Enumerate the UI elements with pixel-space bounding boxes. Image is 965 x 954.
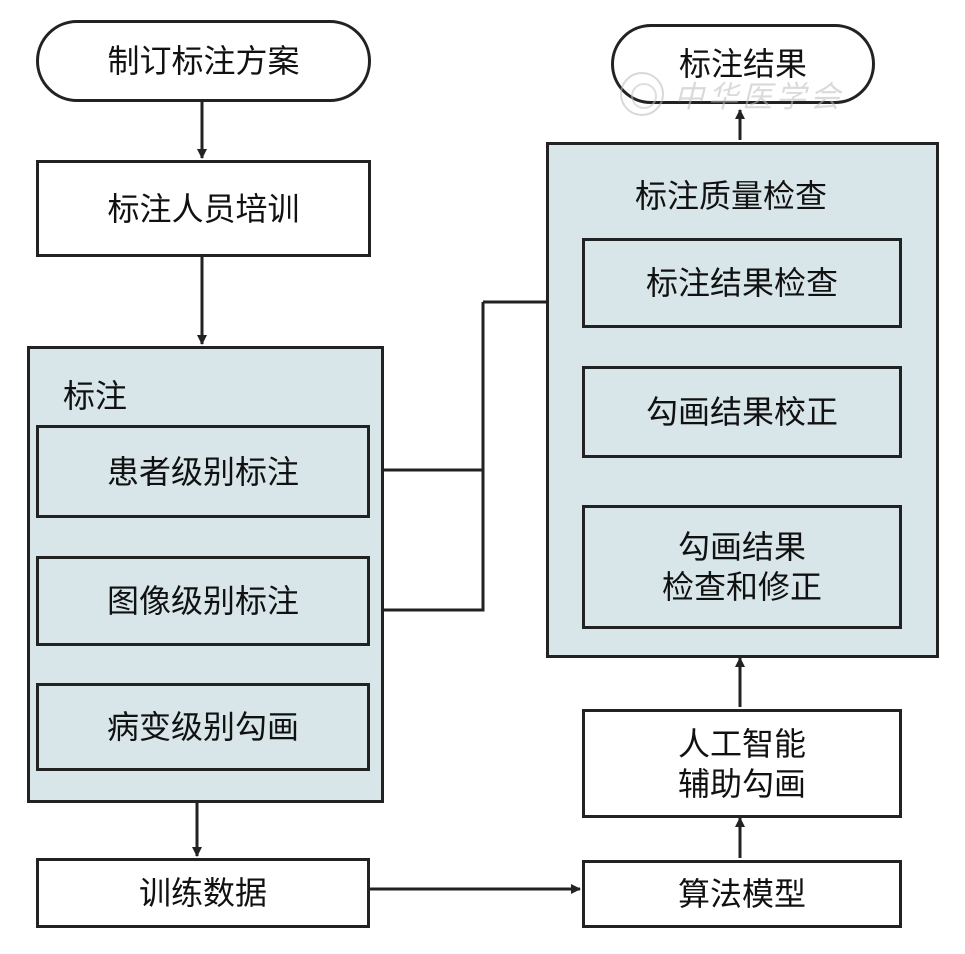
annotation-group-title: 标注: [63, 377, 128, 415]
image-level-label: 图像级别标注: [106, 582, 299, 620]
connector-image-to-merge: [370, 470, 485, 612]
training-node: 标注人员培训: [36, 160, 371, 257]
contour-correct-label: 勾画结果校正: [645, 393, 838, 431]
patient-level-node: 患者级别标注: [36, 425, 370, 518]
contour-check-label-line1: 勾画结果: [677, 528, 806, 566]
quality-check-title: 标注质量检查: [635, 177, 828, 215]
result-check-node: 标注结果检查: [582, 238, 902, 328]
connector-patient-to-merge: [370, 302, 485, 472]
algorithm-node: 算法模型: [582, 860, 902, 928]
contour-check-label-line2: 检查和修正: [661, 568, 822, 606]
seal-emblem-icon: [620, 72, 664, 116]
contour-check-node: 勾画结果 检查和修正: [582, 505, 902, 629]
lesion-level-node: 病变级别勾画: [36, 683, 370, 771]
training-label: 标注人员培训: [107, 189, 300, 228]
algorithm-label: 算法模型: [677, 875, 806, 913]
ai-assist-label-line2: 辅助勾画: [677, 764, 806, 803]
plan-label: 制订标注方案: [107, 42, 300, 80]
result-check-label: 标注结果检查: [645, 264, 838, 302]
train-data-node: 训练数据: [36, 858, 370, 928]
ai-assist-node: 人工智能 辅助勾画: [582, 709, 902, 818]
watermark: 中华医学会: [620, 72, 844, 116]
final-result-node: 标注结果: [611, 24, 875, 104]
patient-level-label: 患者级别标注: [106, 452, 299, 491]
plan-node: 制订标注方案: [36, 20, 371, 102]
image-level-node: 图像级别标注: [36, 556, 370, 646]
train-data-label: 训练数据: [138, 874, 267, 912]
final-result-label: 标注结果: [678, 45, 807, 83]
lesion-level-label: 病变级别勾画: [106, 708, 299, 746]
contour-correct-node: 勾画结果校正: [582, 366, 902, 458]
watermark-text: 中华医学会: [674, 80, 844, 115]
ai-assist-label-line1: 人工智能: [677, 724, 806, 763]
